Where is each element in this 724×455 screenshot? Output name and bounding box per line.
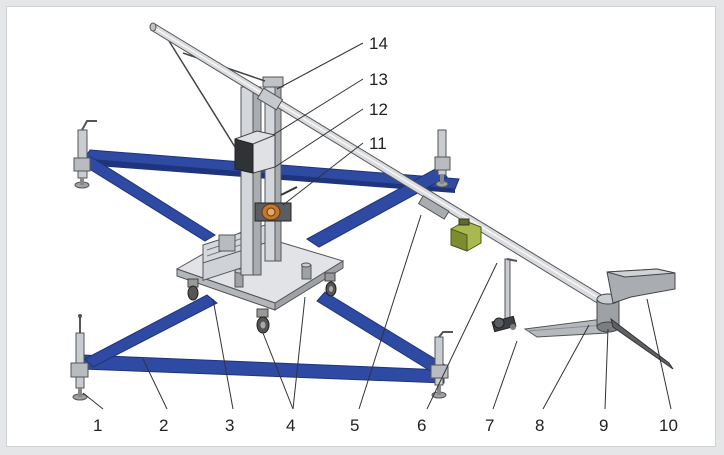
wind-vane <box>606 268 676 370</box>
callout-6: 6 <box>417 416 426 435</box>
callout-14: 14 <box>369 34 388 53</box>
sensor-block <box>450 218 482 252</box>
pivot-clamp <box>254 186 298 222</box>
leveling-foot-front-left <box>70 314 89 401</box>
callout-8: 8 <box>535 416 544 435</box>
beam-front <box>82 354 445 384</box>
leader-lines <box>82 42 672 410</box>
callout-7: 7 <box>485 416 494 435</box>
callout-13: 13 <box>369 70 388 89</box>
callout-12: 12 <box>369 100 388 119</box>
callout-10: 10 <box>659 416 678 435</box>
callout-5: 5 <box>350 416 359 435</box>
callout-2: 2 <box>159 416 168 435</box>
callout-9: 9 <box>599 416 608 435</box>
measuring-electronics-box <box>234 130 276 174</box>
beam-left-front <box>84 294 218 368</box>
leveling-foot-front-right <box>430 331 453 399</box>
diagram-frame: 1 2 3 4 5 6 7 8 9 10 11 12 13 14 <box>6 6 716 447</box>
drop-rod <box>504 258 518 326</box>
castor-wheel <box>256 308 270 334</box>
castor-wheel <box>187 278 199 301</box>
wind-vane-apparatus-diagram: 1 2 3 4 5 6 7 8 9 10 11 12 13 14 <box>70 22 678 435</box>
castor-wheel <box>324 272 337 297</box>
tail-fin <box>523 318 608 338</box>
callout-3: 3 <box>225 416 234 435</box>
callout-1: 1 <box>93 416 102 435</box>
leveling-foot-back-left <box>73 120 97 189</box>
beam-right-front <box>316 291 446 376</box>
castor-wheels <box>187 272 337 334</box>
callout-11: 11 <box>369 134 387 153</box>
counterweight <box>491 315 517 333</box>
callout-4: 4 <box>286 416 295 435</box>
leveling-foot-back-right <box>434 129 451 188</box>
callout-labels: 1 2 3 4 5 6 7 8 9 10 11 12 13 14 <box>93 34 678 435</box>
